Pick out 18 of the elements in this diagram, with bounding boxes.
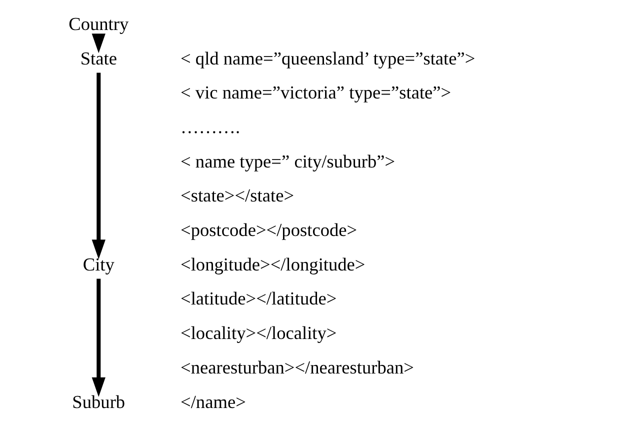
label: </name> xyxy=(180,392,246,412)
label: ………. xyxy=(180,116,240,137)
node-text: City xyxy=(82,254,114,274)
label: <locality></locality> xyxy=(180,323,336,344)
node-text: State xyxy=(80,48,116,68)
label: < vic name=”victoria” type=”state”> xyxy=(180,82,451,103)
label: <latitude></latitude> xyxy=(180,288,336,309)
label: <postcode></postcode> xyxy=(180,220,357,240)
arrow xyxy=(91,278,105,397)
node-text: Suburb xyxy=(72,392,125,412)
label: <nearesturban></nearesturban> xyxy=(180,357,414,378)
arrow xyxy=(91,72,105,260)
label: < qld name=”queensland’ type=”state”> xyxy=(180,48,475,68)
node-text: Country xyxy=(68,14,128,34)
label: <state></state> xyxy=(180,186,294,206)
label: < name type=” city/suburb”> xyxy=(180,151,395,172)
label: <longitude></longitude> xyxy=(180,254,365,274)
arrow xyxy=(91,34,105,54)
